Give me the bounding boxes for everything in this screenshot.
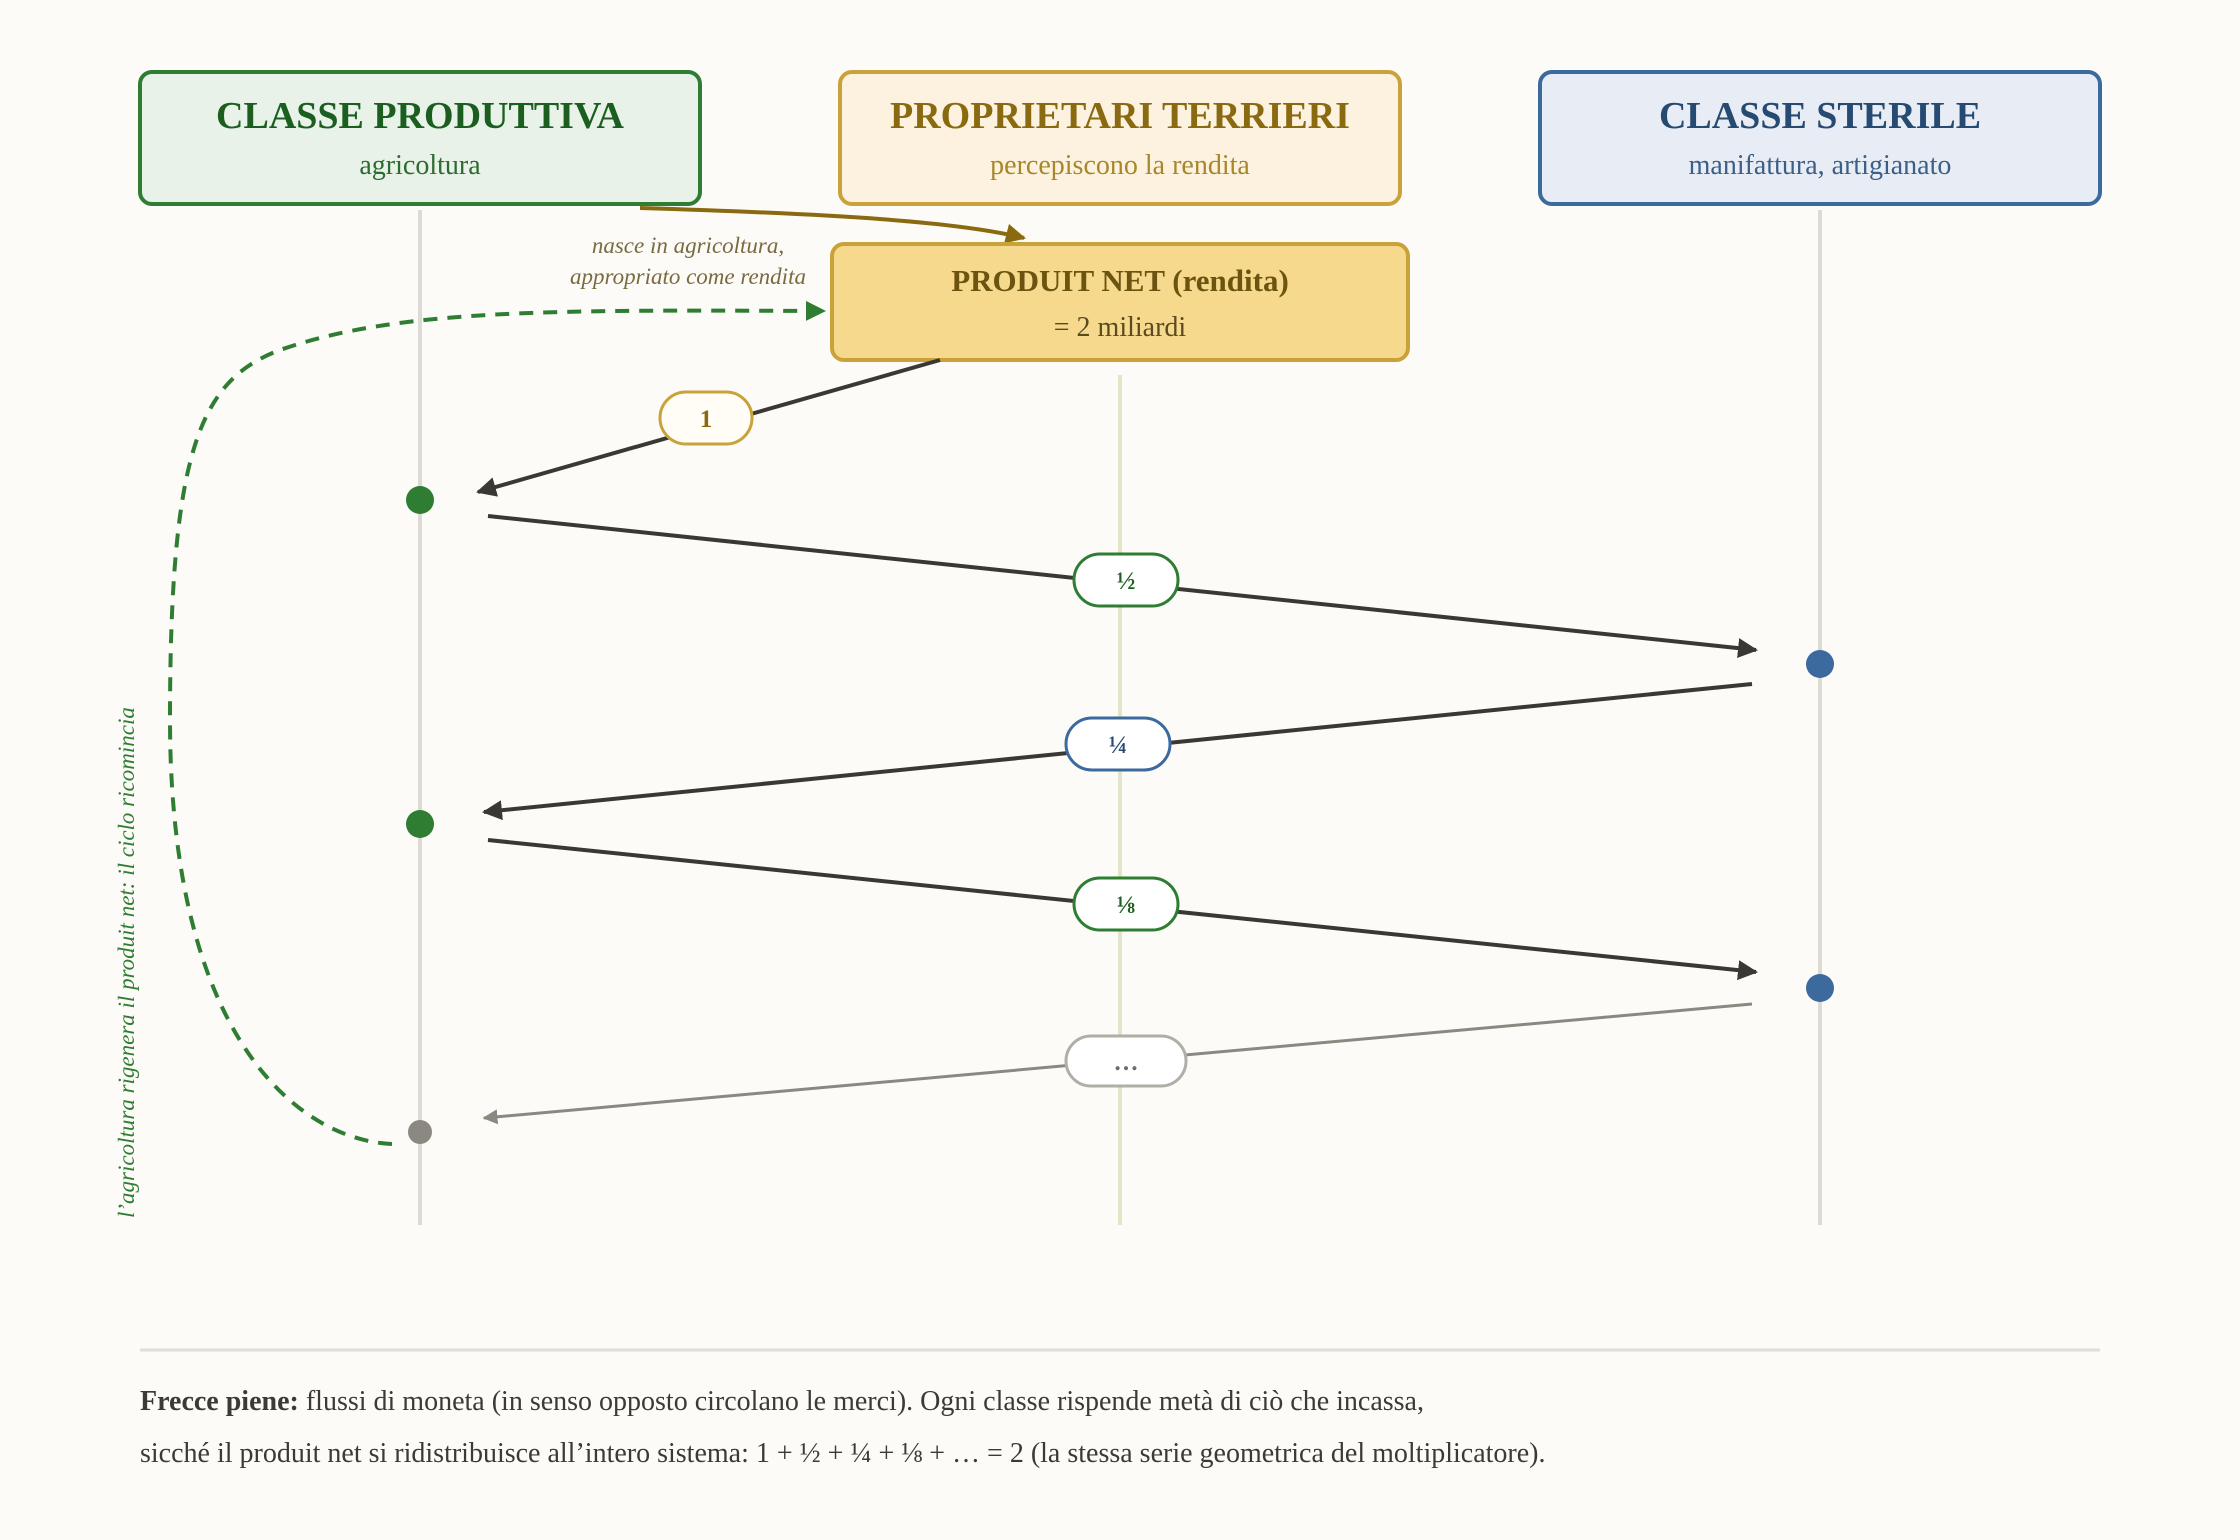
flow-label-5-text: … xyxy=(1114,1049,1139,1076)
class-subtitle-proprietari: percepiscono la rendita xyxy=(990,150,1250,181)
produit-net-box: PRODUIT NET (rendita) = 2 miliardi xyxy=(830,242,1410,362)
class-title-sterile: CLASSE STERILE xyxy=(1659,95,1981,137)
produit-net-title: PRODUIT NET (rendita) xyxy=(951,263,1289,298)
caption-bold: Frecce piene: xyxy=(140,1386,299,1417)
flow-label-4-text: ⅛ xyxy=(1117,892,1136,919)
flow-label-3: ¼ xyxy=(1064,716,1172,772)
cycle-note: l’agricoltura rigenera il produit net: i… xyxy=(114,707,139,1218)
node-sterile-1 xyxy=(1806,650,1834,678)
class-title-produttiva: CLASSE PRODUTTIVA xyxy=(216,95,624,137)
class-subtitle-sterile: manifattura, artigianato xyxy=(1689,150,1952,181)
node-produttiva-1 xyxy=(406,486,434,514)
class-box-produttiva: CLASSE PRODUTTIVA agricoltura xyxy=(138,70,702,206)
flow-label-2-text: ½ xyxy=(1117,568,1136,595)
node-produttiva-2 xyxy=(406,810,434,838)
flow-label-4: ⅛ xyxy=(1072,876,1180,932)
caption: Frecce piene: flussi di moneta (in senso… xyxy=(140,1376,2100,1480)
caption-line1-text: flussi di moneta (in senso opposto circo… xyxy=(298,1386,1424,1417)
produit-net-value: = 2 miliardi xyxy=(1054,312,1187,343)
caption-line-1: Frecce piene: flussi di moneta (in senso… xyxy=(140,1376,2100,1428)
node-sterile-2 xyxy=(1806,974,1834,1002)
cycle-dashed-arrow xyxy=(167,300,826,1146)
flow-label-3-text: ¼ xyxy=(1109,732,1128,759)
class-box-proprietari: PROPRIETARI TERRIERI percepiscono la ren… xyxy=(838,70,1402,206)
origin-note-line2: appropriato come rendita xyxy=(570,264,806,289)
origin-arrow xyxy=(639,206,1026,244)
flow-label-2: ½ xyxy=(1072,552,1180,608)
origin-note-line1: nasce in agricoltura, xyxy=(592,233,784,258)
class-title-proprietari: PROPRIETARI TERRIERI xyxy=(890,95,1350,137)
class-subtitle-produttiva: agricoltura xyxy=(359,150,481,181)
flow-label-5: … xyxy=(1064,1034,1188,1088)
node-produttiva-3 xyxy=(408,1120,432,1144)
flow-label-1-text: 1 xyxy=(700,406,713,433)
class-box-sterile: CLASSE STERILE manifattura, artigianato xyxy=(1538,70,2102,206)
flow-label-1: 1 xyxy=(658,390,754,446)
caption-line-2: sicché il produit net si ridistribuisce … xyxy=(140,1438,1546,1469)
